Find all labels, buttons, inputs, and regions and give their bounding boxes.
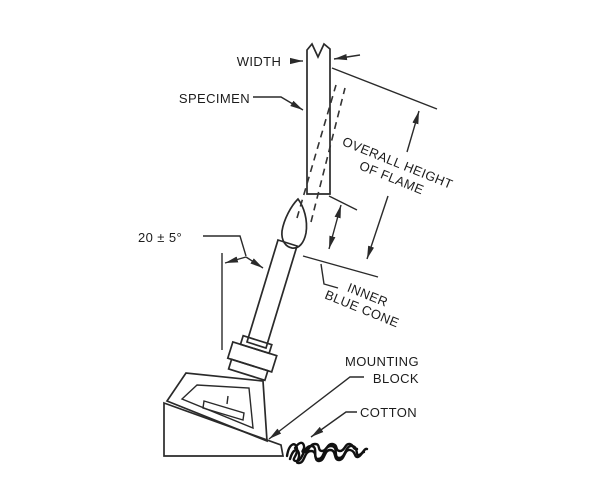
mounting-block-slot-tick	[226, 395, 229, 405]
mounting-block-slot	[202, 400, 245, 421]
cotton-scribble	[285, 441, 369, 465]
svg-text:MOUNTING: MOUNTING	[345, 354, 419, 369]
collar-knurl-band	[226, 340, 278, 373]
collar-cap	[239, 334, 273, 355]
svg-text:BLOCK: BLOCK	[373, 371, 419, 386]
mounting-block-leader	[268, 376, 364, 440]
mounting-block	[165, 372, 268, 443]
specimen-label: SPECIMEN	[179, 91, 250, 106]
flame-shape	[281, 197, 308, 249]
overall-height-dim-bottom	[366, 195, 389, 260]
burner-collar	[226, 334, 278, 382]
burner-tube	[245, 238, 299, 350]
inner-blue-cone-label: INNER BLUE CONE	[323, 280, 402, 331]
specimen-leader	[253, 96, 304, 111]
collar-step	[227, 358, 269, 382]
specimen-bar	[306, 42, 331, 195]
mounting-block-inner-outline	[180, 384, 254, 430]
angle-leader	[203, 235, 247, 257]
overall-height-label: OVERALL HEIGHT OF FLAME	[340, 134, 455, 198]
overall-height-extension-line	[331, 67, 438, 110]
burner-top-tick	[302, 255, 379, 278]
width-dim-right	[333, 53, 361, 61]
mounting-block-label: MOUNTING BLOCK	[345, 354, 419, 386]
cotton-leader	[310, 411, 357, 438]
inner-cone-elbow	[320, 263, 339, 289]
angle-label: 20 ± 5°	[138, 230, 182, 245]
inner-cone-dim	[328, 204, 342, 250]
cotton-label: COTTON	[360, 405, 417, 420]
flame-tip-tick	[328, 195, 358, 211]
angle-arrow-left	[224, 256, 247, 264]
angle-arrow-right	[245, 256, 264, 269]
width-label: WIDTH	[237, 54, 282, 69]
overall-height-dim-top	[406, 110, 420, 153]
